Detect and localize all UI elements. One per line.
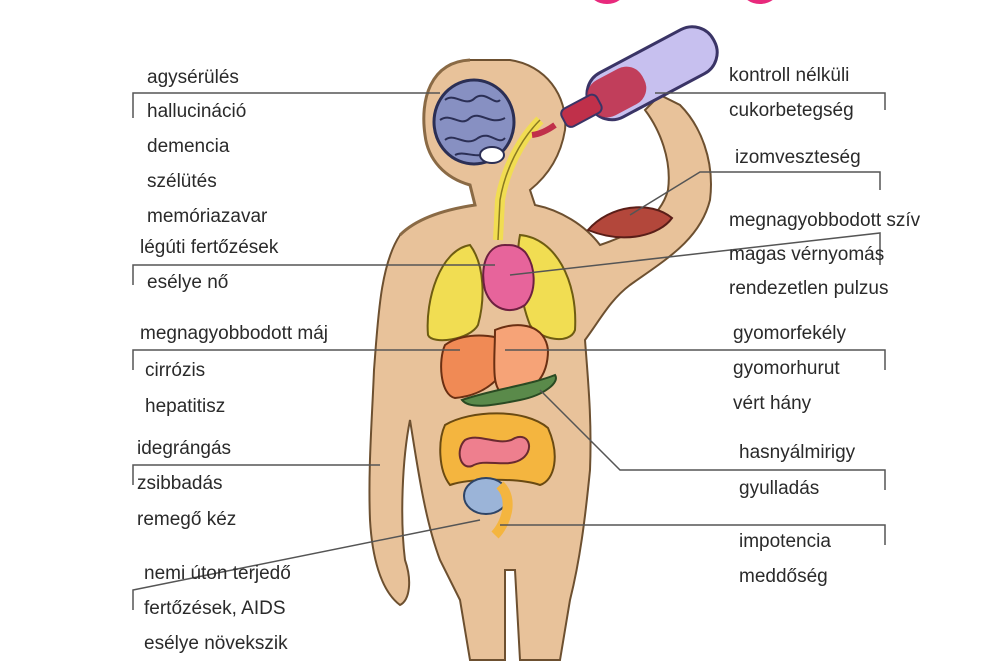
label-nemi-uton-terjedo: nemi úton terjedő [144, 563, 291, 585]
label-megnagyobbodott-sziv: megnagyobbodott szív [729, 210, 920, 232]
label-magas-vernyomas: magas vérnyomás [729, 244, 884, 266]
heart [483, 245, 533, 310]
label-cukorbetegseg: cukorbetegség [729, 100, 854, 122]
label-megnagyobbodott-maj: megnagyobbodott máj [140, 323, 328, 345]
label-hepatitisz: hepatitisz [145, 396, 225, 418]
label-gyomorhurut: gyomorhurut [733, 358, 840, 380]
label-remego-kez: remegő kéz [137, 509, 236, 531]
label-meddoseg: meddőség [739, 566, 828, 588]
label-hasnyalmirigy: hasnyálmirigy [739, 442, 855, 464]
label-idegrangas: idegrángás [137, 438, 231, 460]
label-demencia: demencia [147, 136, 229, 158]
label-rendezetlen-pulzus: rendezetlen pulzus [729, 278, 889, 300]
label-hallucinacio: hallucináció [147, 101, 246, 123]
label-szelutes: szélütés [147, 171, 217, 193]
label-agyserules: agysérülés [147, 67, 239, 89]
label-eselye-no: esélye nő [147, 272, 228, 294]
label-kontroll-nelkuli: kontroll nélküli [729, 65, 849, 87]
label-eselye-novekszik: esélye növekszik [144, 633, 288, 655]
bottle [552, 18, 726, 142]
label-memoriazavar: memóriazavar [147, 206, 267, 228]
label-impotencia: impotencia [739, 531, 831, 553]
label-izomveszteseg: izomveszteség [735, 147, 861, 169]
brain [434, 80, 514, 164]
label-gyomorfekely: gyomorfekély [733, 323, 846, 345]
label-gyulladas: gyulladás [739, 478, 819, 500]
label-fertozesek-aids: fertőzések, AIDS [144, 598, 286, 620]
label-cirrozis: cirrózis [145, 360, 205, 382]
label-leguti-fertozesek: légúti fertőzések [140, 237, 278, 259]
label-vert-hany: vért hány [733, 393, 811, 415]
label-zsibbadas: zsibbadás [137, 473, 223, 495]
